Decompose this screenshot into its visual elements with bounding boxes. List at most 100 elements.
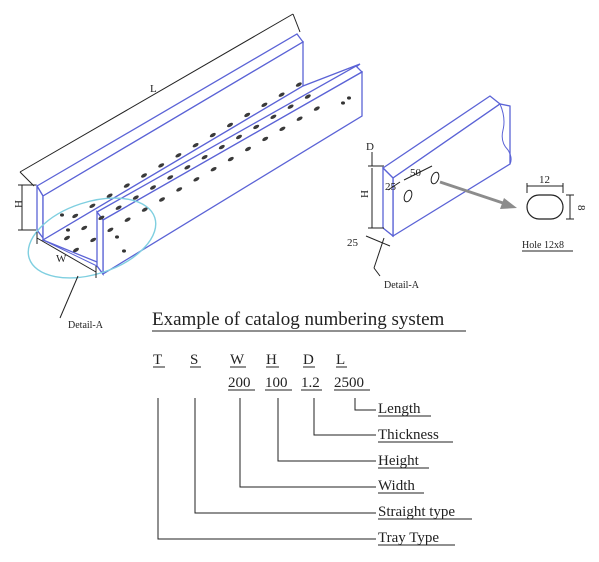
floor-perforation <box>295 82 302 87</box>
hole-label: Hole 12x8 <box>522 240 564 251</box>
floor-perforation <box>159 197 165 202</box>
dim-label-l: L <box>150 83 157 95</box>
value-thickness: 1.2 <box>301 375 320 391</box>
dim-label-hole-height: 8 <box>575 205 587 211</box>
legend-length: Length <box>378 401 421 417</box>
tray-floor-holes <box>64 82 320 253</box>
detail-wall-end <box>382 166 394 238</box>
leader-length <box>354 398 376 411</box>
leader-height <box>277 398 376 462</box>
legend-tray-type: Tray Type <box>378 530 439 546</box>
cable-tray-isometric <box>27 33 364 279</box>
detail-hole-2 <box>430 171 440 185</box>
floor-perforation <box>193 177 200 182</box>
floor-perforation <box>218 144 225 150</box>
code-d: D <box>303 352 314 368</box>
code-h: H <box>266 352 277 368</box>
legend-height: Height <box>378 453 420 469</box>
dimension-width: W <box>36 232 97 278</box>
legend-width: Width <box>378 478 415 494</box>
floor-perforation <box>141 207 148 212</box>
leader-straight-type <box>194 398 376 514</box>
floor-perforation <box>236 134 242 140</box>
floor-perforation <box>279 126 286 132</box>
floor-perforation <box>150 185 156 190</box>
floor-perforation <box>278 92 285 97</box>
floor-perforation <box>184 165 191 170</box>
floor-perforation <box>227 122 233 128</box>
floor-perforation <box>176 187 183 192</box>
detail-a-left-label: Detail-A <box>68 320 104 331</box>
leader-thickness <box>313 398 376 436</box>
floor-perforation <box>123 183 130 188</box>
floor-perforation <box>245 146 251 152</box>
floor-perforation <box>141 173 147 178</box>
floor-perforation <box>253 124 260 130</box>
floor-perforation <box>296 116 303 121</box>
value-length: 2500 <box>334 375 364 391</box>
leader-tray-type <box>157 398 376 540</box>
floor-perforation <box>81 225 88 231</box>
value-height: 100 <box>265 375 288 391</box>
dimension-height-left: H <box>13 184 36 231</box>
detail-break-line <box>499 103 512 165</box>
floor-perforation <box>227 156 234 162</box>
tray-side-holes <box>60 96 351 253</box>
floor-perforation <box>124 217 131 222</box>
tray-floor-end-edge <box>42 239 98 267</box>
floor-perforation <box>270 114 277 120</box>
floor-perforation <box>210 166 217 172</box>
dim-label-hole-pitch: 50 <box>410 167 422 179</box>
floor-perforation <box>73 247 79 253</box>
catalog-title: Example of catalog numbering system <box>152 309 445 330</box>
dimension-length: L <box>19 13 301 187</box>
floor-perforation <box>262 136 269 142</box>
dim-label-hole-width: 12 <box>539 174 550 186</box>
detail-a-view: D H 25 50 25 12 8 Hole 12x8 Detail-A <box>347 95 587 291</box>
leader-width <box>239 398 376 488</box>
detail-hole-1 <box>403 189 413 203</box>
dim-label-hole-offset: 25 <box>385 181 397 193</box>
code-t: T <box>153 352 162 368</box>
floor-perforation <box>192 142 199 148</box>
code-w: W <box>230 352 245 368</box>
legend-thickness: Thickness <box>378 427 439 443</box>
floor-perforation <box>313 106 320 111</box>
floor-perforation <box>158 163 165 168</box>
floor-perforation <box>98 215 105 221</box>
detail-a-ellipse <box>27 197 157 279</box>
floor-perforation <box>201 154 208 160</box>
floor-perforation <box>107 227 114 233</box>
floor-perforation <box>175 153 182 158</box>
floor-perforation <box>64 235 70 241</box>
floor-perforation <box>115 205 122 210</box>
dim-label-h-left: H <box>13 200 25 208</box>
detail-a-left-callout: Detail-A <box>59 275 104 331</box>
code-s: S <box>190 352 198 368</box>
hole-arrow-shaft <box>439 180 507 206</box>
tray-front-wall-end <box>96 210 104 276</box>
floor-perforation <box>261 102 268 108</box>
floor-perforation <box>244 112 251 118</box>
dim-label-d: D <box>366 141 374 153</box>
floor-perforation <box>89 203 96 209</box>
slot-hole-outline <box>526 194 564 220</box>
dim-label-h-right: H <box>359 190 371 198</box>
floor-perforation <box>304 94 311 99</box>
catalog-numbering: Example of catalog numbering system T S … <box>152 309 472 546</box>
floor-perforation <box>72 213 79 219</box>
floor-perforation <box>132 195 139 200</box>
dim-label-w: W <box>56 253 67 265</box>
floor-perforation <box>287 104 294 109</box>
floor-perforation <box>167 175 174 180</box>
code-l: L <box>336 352 345 368</box>
legend-straight-type: Straight type <box>378 504 455 520</box>
floor-perforation <box>90 237 97 243</box>
floor-perforation <box>106 193 113 198</box>
detail-a-right-label: Detail-A <box>384 280 420 291</box>
floor-perforation <box>209 132 216 138</box>
dim-label-flange: 25 <box>347 237 359 249</box>
value-width: 200 <box>228 375 251 391</box>
